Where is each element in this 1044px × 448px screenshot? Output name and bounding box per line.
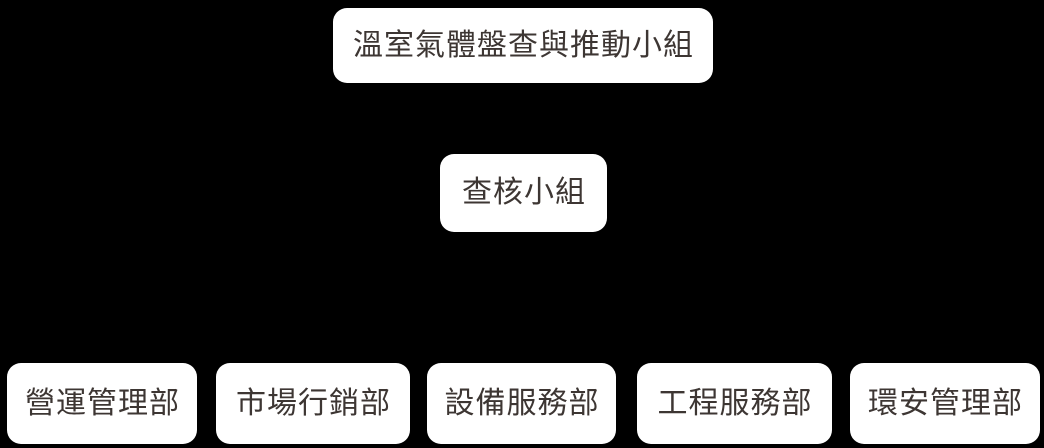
org-node-equipment-services-dept: 設備服務部 [427, 363, 616, 444]
org-node-environment-safety-management-dept: 環安管理部 [850, 363, 1040, 444]
org-node-engineering-services-dept: 工程服務部 [637, 363, 832, 444]
org-node-audit-team: 查核小組 [440, 154, 607, 232]
org-node-ghg-inventory-promotion-team: 溫室氣體盤查與推動小組 [333, 8, 713, 83]
org-node-operations-management-dept: 營運管理部 [7, 363, 197, 444]
org-node-label: 工程服務部 [657, 386, 813, 420]
org-node-marketing-dept: 市場行銷部 [216, 363, 410, 444]
org-node-label: 市場行銷部 [236, 386, 391, 420]
org-node-label: 查核小組 [462, 176, 586, 209]
org-node-label: 溫室氣體盤查與推動小組 [353, 28, 694, 62]
org-node-label: 設備服務部 [444, 386, 600, 420]
org-node-label: 營運管理部 [25, 386, 180, 420]
org-node-label: 環安管理部 [868, 386, 1023, 420]
